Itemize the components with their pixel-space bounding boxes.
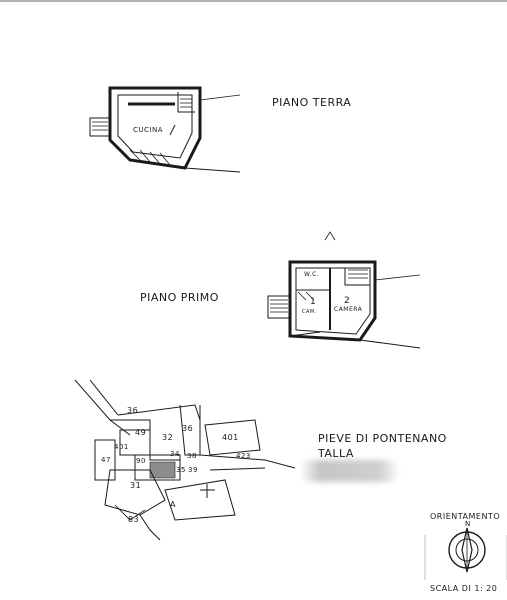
parcel-number: 423: [236, 452, 251, 460]
label-orientamento: ORIENTAMENTO: [430, 512, 501, 521]
room-number-1: 1: [310, 297, 317, 307]
label-camera: CAMERA: [334, 306, 363, 313]
parcel-number: 90: [136, 457, 146, 465]
parcel-number: 34: [170, 450, 180, 458]
parcel-number: 49: [135, 428, 147, 437]
label-wc: W.C.: [304, 271, 320, 278]
parcel-number: 39: [188, 466, 198, 474]
parcel-number: 36: [127, 406, 139, 415]
label-talla: TALLA: [318, 447, 354, 460]
parcel-number: 47: [101, 456, 111, 464]
parcel-number: 83: [128, 515, 140, 524]
compass-icon: [424, 527, 507, 580]
label-north: N: [465, 520, 471, 528]
label-cucina: CUCINA: [133, 126, 163, 134]
parcel-number: 401: [222, 433, 239, 442]
parcel-number: 36: [182, 424, 194, 433]
obscured-text: [300, 460, 400, 482]
label-piano-terra: PIANO TERRA: [272, 96, 352, 109]
first-floor-plan: [267, 231, 421, 349]
label-piano-primo: PIANO PRIMO: [140, 291, 219, 304]
parcel-number: 401: [114, 443, 129, 451]
parcel-number: 32: [162, 433, 174, 442]
label-scala: SCALA DI 1: 20: [430, 584, 498, 593]
label-cam: CAM.: [302, 309, 317, 315]
parcel-number: 38: [187, 452, 197, 460]
site-map: [74, 379, 296, 541]
room-number-2: 2: [344, 296, 351, 306]
parcel-number: 35: [176, 466, 186, 474]
label-pieve: PIEVE DI PONTENANO: [318, 432, 447, 445]
parcel-number: A: [170, 500, 176, 509]
ground-floor-plan: [89, 86, 241, 173]
parcel-number: 31: [130, 481, 142, 490]
